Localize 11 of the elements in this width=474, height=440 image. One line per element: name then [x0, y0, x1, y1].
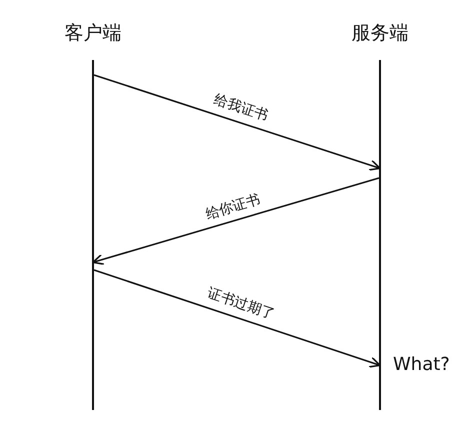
- arrow: [92, 177, 380, 266]
- arrow: [94, 269, 381, 368]
- edge-label: 给你证书: [203, 190, 262, 224]
- lifeline-title: 服务端: [352, 21, 408, 46]
- lifeline-title: 客户端: [64, 21, 122, 46]
- lifeline: [379, 60, 381, 410]
- edge-label: 给我证书: [211, 90, 270, 126]
- arrow: [94, 74, 381, 171]
- edge-label: 证书过期了: [204, 284, 277, 324]
- note-text: What?: [393, 354, 450, 375]
- lifeline: [92, 60, 94, 410]
